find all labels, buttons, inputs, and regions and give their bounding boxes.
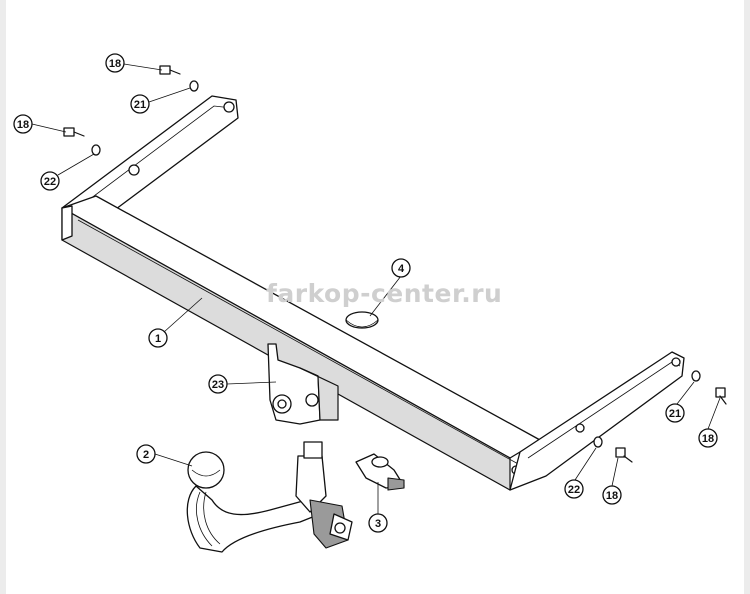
callout-18-left: 18 (13, 114, 33, 134)
callout-18-bottom: 18 (602, 485, 622, 505)
main-cross-beam (61, 195, 541, 491)
leader-lines (31, 63, 721, 514)
tow-ball-assembly (186, 441, 353, 553)
electric-socket-plate (355, 453, 405, 491)
callout-label: 23 (212, 379, 224, 391)
washer-22-left (91, 144, 101, 156)
callout-22-left: 22 (40, 171, 60, 191)
socket-bracket (267, 343, 339, 425)
washer-21-right (691, 370, 701, 382)
callout-label: 1 (155, 333, 161, 345)
callout-2: 2 (136, 444, 156, 464)
callout-23: 23 (208, 374, 228, 394)
watermark-text: farkop-center.ru (266, 279, 503, 308)
right-margin (744, 0, 750, 594)
callout-18-right: 18 (698, 428, 718, 448)
bolt-18-top (159, 65, 181, 75)
callout-label: 22 (568, 484, 580, 496)
callout-21-top: 21 (130, 94, 150, 114)
washer-21-top (189, 80, 199, 92)
callout-18-top: 18 (105, 53, 125, 73)
callout-label: 4 (398, 263, 405, 275)
callout-label: 21 (134, 99, 146, 111)
bolt-18-bottom (615, 447, 633, 463)
callout-label: 18 (606, 490, 618, 502)
bolt-18-left (63, 127, 85, 137)
callout-label: 18 (109, 58, 121, 70)
callout-label: 21 (669, 408, 681, 420)
callout-label: 18 (17, 119, 29, 131)
callout-label: 22 (44, 176, 56, 188)
left-margin (0, 0, 6, 594)
callout-22-right: 22 (564, 479, 584, 499)
callout-21-right: 21 (665, 403, 685, 423)
callout-3: 3 (368, 513, 388, 533)
callout-label: 18 (702, 433, 714, 445)
cap-4 (345, 311, 379, 329)
callout-label: 2 (143, 449, 149, 461)
callout-1: 1 (148, 328, 168, 348)
bolt-18-right (715, 387, 727, 405)
right-bracket-arm (509, 351, 685, 491)
callout-4: 4 (391, 258, 411, 278)
washer-22-right (593, 436, 603, 448)
callout-label: 3 (375, 518, 381, 530)
